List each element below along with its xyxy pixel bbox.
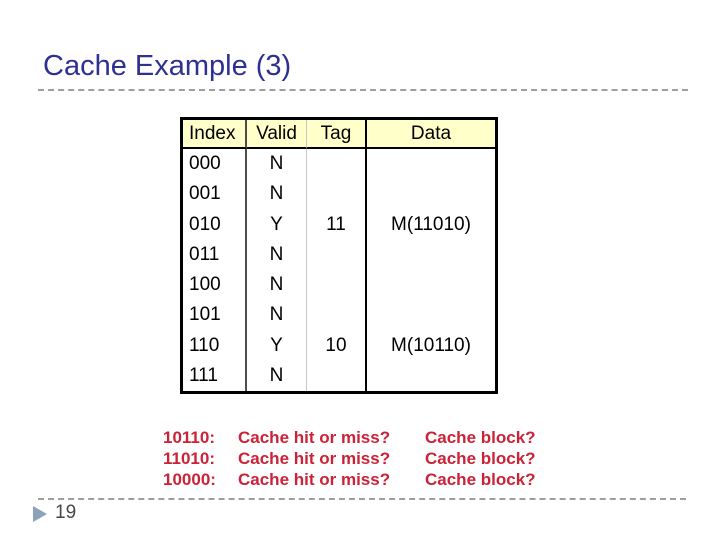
table-cell-index: 011 — [183, 239, 247, 270]
table-cell-data — [367, 361, 495, 391]
hit-miss-question: Cache hit or miss? — [238, 449, 391, 468]
table-cell-data — [367, 300, 495, 330]
table-cell-valid: N — [247, 239, 307, 270]
table-cell-valid: N — [247, 300, 307, 331]
table-cell-valid: N — [247, 270, 307, 301]
table-cell-index: 111 — [183, 360, 247, 391]
table-cell-tag: 10 — [307, 330, 367, 361]
address-label: 10110: — [163, 428, 215, 447]
table-cell-valid: N — [247, 360, 307, 391]
table-cell-tag — [307, 239, 367, 270]
title-divider — [38, 89, 688, 91]
table-cell-data — [367, 179, 495, 209]
cache-block-question: Cache block? — [425, 428, 536, 447]
table-cell-tag: 11 — [307, 209, 367, 240]
table-cell-tag — [307, 149, 367, 180]
table-cell-tag — [307, 360, 367, 391]
table-header-tag: Tag — [307, 120, 367, 149]
hit-miss-question: Cache hit or miss? — [238, 470, 391, 489]
table-header-data: Data — [367, 120, 495, 149]
page-title: Cache Example (3) — [43, 50, 292, 82]
table-cell-data — [367, 270, 495, 300]
table-cell-index: 100 — [183, 270, 247, 301]
table-cell-index: 001 — [183, 179, 247, 210]
table-header-index: Index — [183, 120, 247, 149]
table-cell-index: 000 — [183, 149, 247, 180]
table-cell-data: M(11010) — [391, 213, 471, 235]
table-cell-data — [367, 240, 495, 270]
table-cell-tag — [307, 179, 367, 210]
address-label: 10000: — [163, 470, 216, 489]
table-cell-index: 110 — [183, 330, 247, 361]
cache-table: Index Valid Tag Data 000 N 001 N 010 Y 1… — [180, 117, 498, 394]
table-cell-valid: Y — [247, 209, 307, 240]
cache-block-question: Cache block? — [425, 449, 536, 468]
table-cell-valid: N — [247, 179, 307, 210]
address-questions: 10110: Cache hit or miss? Cache block? 1… — [163, 427, 536, 490]
table-cell-valid: N — [247, 149, 307, 180]
table-cell-data: M(10110) — [391, 334, 471, 356]
table-cell-data — [367, 149, 495, 179]
table-cell-tag — [307, 300, 367, 331]
page-number: 19 — [55, 502, 77, 523]
cache-block-question: Cache block? — [425, 470, 536, 489]
table-header-valid: Valid — [247, 120, 307, 149]
hit-miss-question: Cache hit or miss? — [238, 428, 391, 447]
table-cell-index: 010 — [183, 209, 247, 240]
triangle-bullet-icon — [33, 506, 47, 522]
table-cell-tag — [307, 270, 367, 301]
footer-divider — [38, 498, 686, 500]
table-cell-index: 101 — [183, 300, 247, 331]
table-cell-valid: Y — [247, 330, 307, 361]
address-label: 11010: — [163, 449, 215, 468]
